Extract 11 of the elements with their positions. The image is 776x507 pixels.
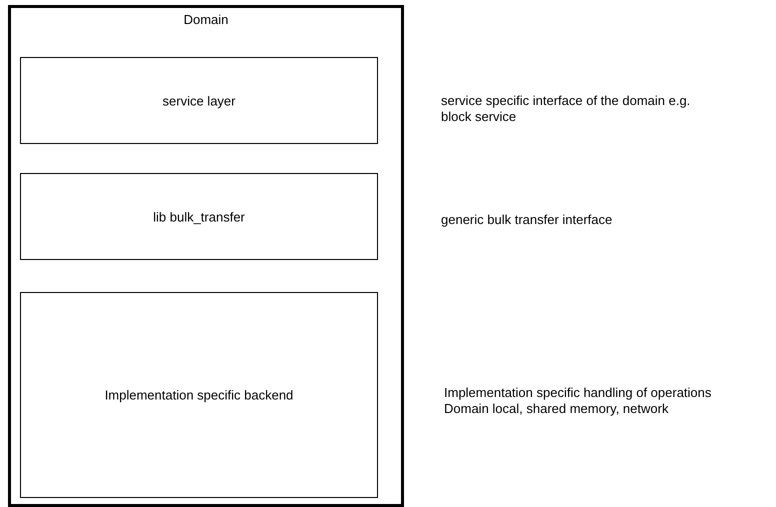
container-box — [8, 5, 404, 507]
layer-box — [20, 57, 378, 144]
layer-label: Implementation specific backend — [104, 388, 294, 402]
container-title: Domain — [182, 12, 230, 27]
layer-label: lib bulk_transfer — [152, 209, 246, 224]
layer-box — [20, 173, 378, 260]
description-text: service specific interface of the domain e.g. block service — [441, 93, 691, 125]
description-text: Implementation specific handling of operations Domain local, shared memory, network — [444, 385, 712, 417]
layer-box — [20, 292, 378, 498]
layer-label: service layer — [162, 93, 236, 108]
description-text: generic bulk transfer interface — [441, 212, 614, 228]
